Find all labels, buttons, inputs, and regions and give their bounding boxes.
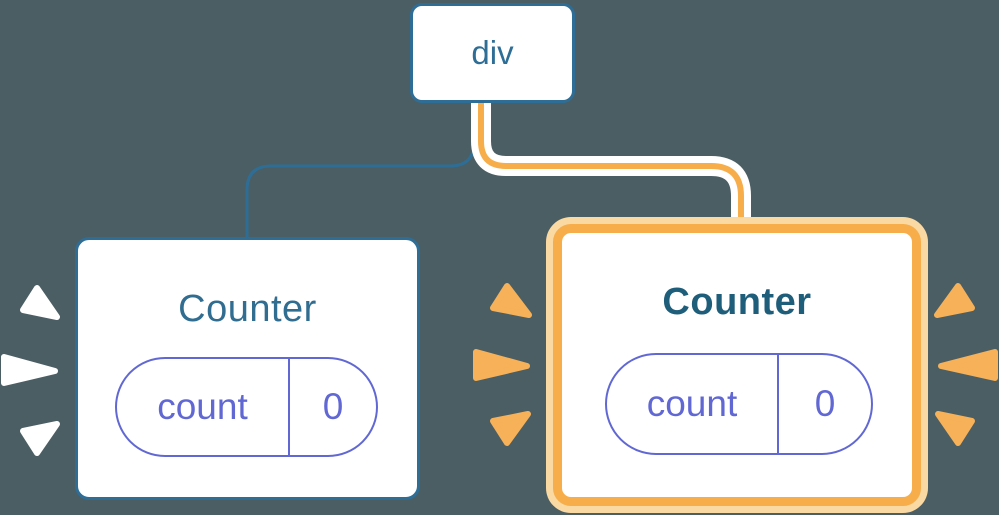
- spark-icon: [490, 283, 532, 318]
- spark-icon: [20, 285, 60, 320]
- tree-node-counter-right-highlighted: Counter count 0: [553, 224, 921, 506]
- edge-div-to-left-counter: [245, 95, 476, 240]
- state-pill: count 0: [115, 357, 378, 457]
- spark-icon: [1, 354, 58, 386]
- spark-icon: [938, 349, 998, 381]
- state-value: 0: [322, 386, 344, 427]
- tree-node-div: div: [410, 3, 575, 103]
- counter-title: Counter: [178, 288, 317, 330]
- state-key: count: [607, 355, 779, 453]
- burst-left-counter: [1, 285, 60, 456]
- edge-div-to-right-counter: [478, 95, 744, 233]
- counter-title: Counter: [662, 281, 812, 323]
- state-key: count: [117, 359, 290, 455]
- edge-casing-div-to-right-counter: [471, 95, 751, 217]
- tree-node-counter-left: Counter count 0: [75, 237, 420, 500]
- spark-icon: [20, 421, 60, 456]
- tree-node-div-label: div: [471, 34, 514, 71]
- state-value: 0: [814, 383, 836, 424]
- spark-icon: [935, 411, 975, 446]
- burst-right-counter-left: [473, 283, 532, 446]
- spark-icon: [490, 411, 531, 446]
- spark-icon: [934, 283, 975, 318]
- state-pill: count 0: [605, 353, 873, 455]
- burst-right-counter-right: [934, 283, 998, 446]
- spark-icon: [473, 349, 530, 381]
